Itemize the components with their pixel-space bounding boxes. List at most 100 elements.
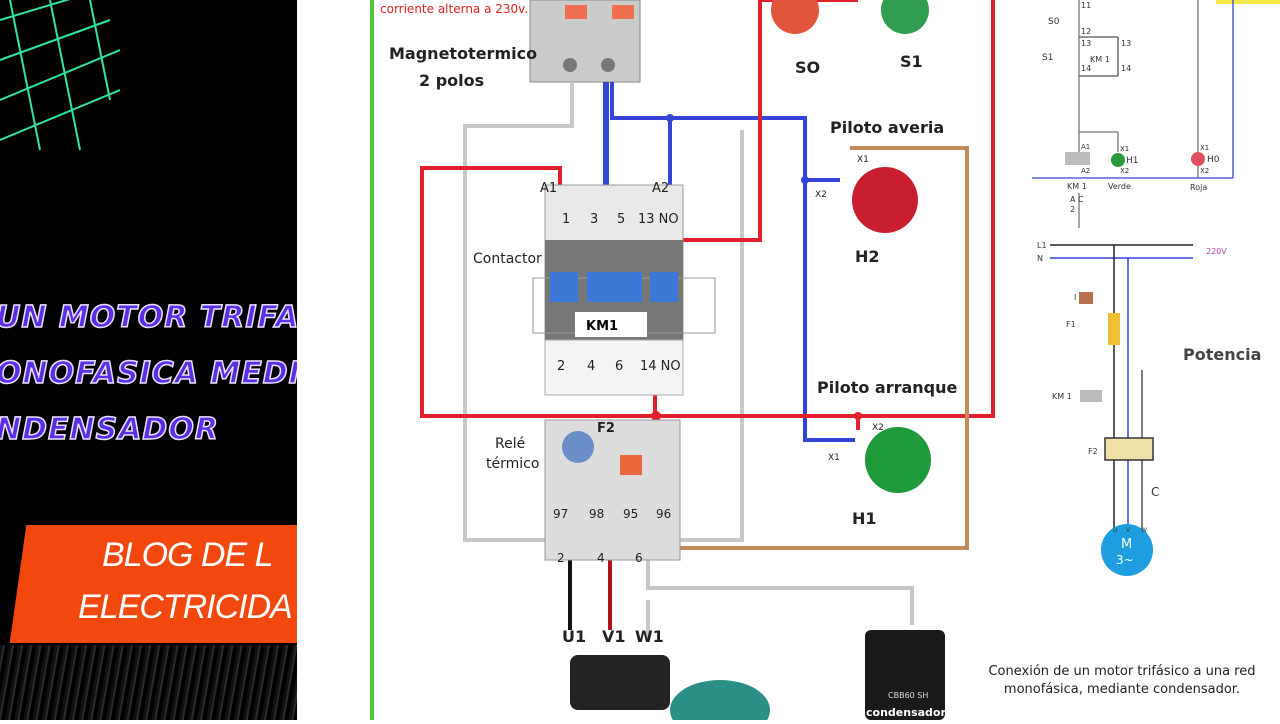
f2-label: F2 <box>597 421 615 436</box>
diagram-label: CBB60 SH <box>888 691 928 700</box>
diagram-label: H0 <box>1207 155 1220 165</box>
diagram-label: I <box>1074 293 1076 302</box>
grid-decoration <box>0 0 120 150</box>
diagram-label: Roja <box>1190 183 1207 192</box>
power-schematic <box>1050 244 1193 576</box>
top-caption-backdrop <box>378 0 528 17</box>
caption-line-1: Conexión de un motor trifásico a una red <box>988 664 1255 679</box>
diagram-label: X2 <box>1120 167 1129 175</box>
terminal-a1: A1 <box>540 181 557 196</box>
diagram-label: H1 <box>1126 156 1139 166</box>
diagram-label: Verde <box>1108 182 1131 191</box>
diagram-label: 220V <box>1206 247 1227 256</box>
v1-label: V1 <box>602 627 626 646</box>
motor <box>570 655 770 724</box>
breaker-sub-label: 2 polos <box>419 71 484 90</box>
diagram-label: C <box>1151 485 1159 499</box>
diagram-label: S0 <box>1048 17 1060 27</box>
diagram-label: L1 <box>1037 241 1047 250</box>
wiring-diagram-panel: corriente alterna a 230v. Magnetotermico… <box>297 0 1280 724</box>
red-wire <box>420 0 995 430</box>
terminal-r2: 2 <box>557 551 565 565</box>
diagram-label: KM 1 <box>1052 392 1072 401</box>
potencia-label: Potencia <box>1183 345 1261 364</box>
km1-label: KM1 <box>586 319 618 334</box>
contactor <box>532 184 716 396</box>
pilot-start-label: Piloto arranque <box>817 378 958 397</box>
w1-label: W1 <box>635 627 664 646</box>
terminal-1: 1 <box>562 212 570 227</box>
terminal-97: 97 <box>553 507 568 521</box>
title-line-2: ONOFASICA MEDIAN <box>0 355 297 392</box>
diagram-label: KM 1 <box>1067 182 1087 191</box>
diagram-label: M <box>1121 537 1132 552</box>
terminal-5: 5 <box>617 212 625 227</box>
grey-wire <box>463 82 744 542</box>
terminal-95: 95 <box>623 507 638 521</box>
terminal-98: 98 <box>589 507 604 521</box>
motor-symbol <box>1101 524 1153 576</box>
relay-label: Relé <box>495 436 525 452</box>
wiring-diagram: corriente alterna a 230v. Magnetotermico… <box>370 0 1280 724</box>
diagram-label: X1 <box>828 453 840 463</box>
thermal-relay <box>544 419 681 561</box>
diagram-label: X2 <box>815 190 827 200</box>
diagram-label: 12 <box>1081 27 1091 36</box>
caption-line-2: monofásica, mediante condensador. <box>1004 682 1240 697</box>
capacitor-wire <box>646 560 914 640</box>
start-button <box>881 0 929 34</box>
diagram-label: X1 <box>1200 144 1209 152</box>
breaker-label: Magnetotermico <box>389 44 537 63</box>
fault-pilot-lamp <box>852 167 918 233</box>
banner-line-1: BLOG DE L <box>102 536 274 574</box>
diagram-label: W <box>1141 527 1147 534</box>
s1-label: S1 <box>900 52 923 71</box>
top-caption: corriente alterna a 230v. <box>380 2 528 16</box>
diagram-label: 3~ <box>1116 553 1134 567</box>
diagram-label: F1 <box>1066 320 1076 329</box>
thumbnail-left-panel: UN MOTOR TRIFASIC ONOFASICA MEDIAN NDENS… <box>0 0 297 720</box>
terminal-a2: A2 <box>652 181 669 196</box>
terminal-4: 4 <box>587 359 595 374</box>
start-pilot-lamp <box>865 427 931 493</box>
terminal-96: 96 <box>656 507 671 521</box>
capacitor <box>865 630 945 720</box>
diagram-label: X1 <box>857 155 869 165</box>
banner-line-2: ELECTRICIDA <box>78 588 293 626</box>
breaker <box>529 0 641 83</box>
diagram-label: X2 <box>872 423 884 433</box>
diagram-label: KM 1 <box>1090 55 1110 64</box>
diagram-label: A2 <box>1081 167 1090 175</box>
terminal-3: 3 <box>590 212 598 227</box>
diagram-label: 13 <box>1121 39 1131 48</box>
diagram-label: X2 <box>1200 167 1209 175</box>
diagram-label: A1 <box>1081 143 1090 151</box>
s0-label: SO <box>795 58 820 77</box>
diagram-label: V <box>1126 527 1131 534</box>
terminal-r6: 6 <box>635 551 643 565</box>
contactor-label: Contactor <box>473 251 542 267</box>
terminal-2: 2 <box>557 359 565 374</box>
relay-sub-label: térmico <box>486 456 539 472</box>
terminal-13no: 13 NO <box>638 212 679 227</box>
diagram-label: 14 <box>1081 64 1091 73</box>
u1-label: U1 <box>562 627 586 646</box>
diagram-label: U <box>1113 527 1117 534</box>
terminal-14no: 14 NO <box>640 359 681 374</box>
h1-label: H1 <box>852 509 877 528</box>
h2-label: H2 <box>855 247 880 266</box>
diagram-label: 11 <box>1081 1 1091 10</box>
title-line-3: NDENSADOR <box>0 411 219 448</box>
capacitor-label: condensador <box>866 706 946 719</box>
diagram-label: F2 <box>1088 447 1098 456</box>
diagram-label: X1 <box>1120 145 1129 153</box>
grunge-texture <box>0 645 297 720</box>
diagram-label: 2 <box>1070 205 1075 214</box>
diagram-label: 14 <box>1121 64 1131 73</box>
diagram-label: S1 <box>1042 53 1053 63</box>
diagram-label: N <box>1037 254 1043 263</box>
terminal-r4: 4 <box>597 551 605 565</box>
diagram-label: 13 <box>1081 39 1091 48</box>
title-line-1: UN MOTOR TRIFASIC <box>0 299 297 336</box>
control-schematic <box>1032 0 1280 228</box>
